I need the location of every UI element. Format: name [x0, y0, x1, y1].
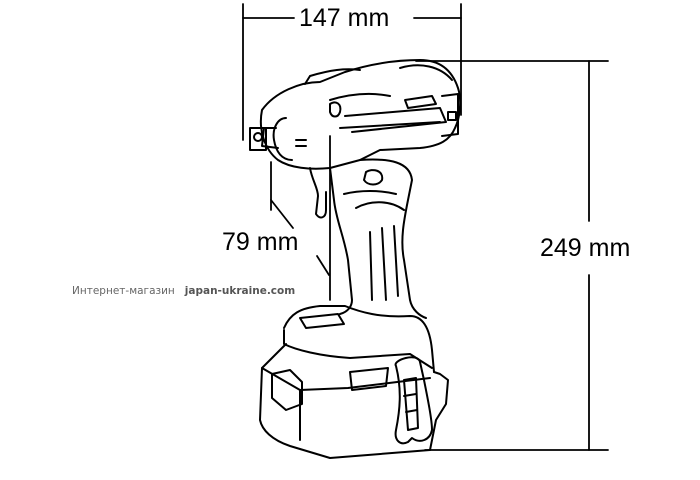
tool-body — [249, 59, 462, 319]
dimension-label-total-height: 249 mm — [538, 234, 633, 262]
dimension-label-length: 147 mm — [296, 4, 393, 32]
watermark-prefix: Интернет-магазин — [72, 285, 175, 297]
watermark-site: japan-ukraine.com — [184, 285, 296, 297]
dimension-line-width — [242, 3, 462, 141]
dimension-line-depth — [270, 135, 331, 301]
watermark: Интернет-магазин japan-ukraine.com — [72, 285, 295, 297]
battery-pack — [259, 305, 449, 459]
dimension-line-height — [415, 60, 609, 451]
dimension-label-head-height: 79 mm — [222, 228, 299, 256]
